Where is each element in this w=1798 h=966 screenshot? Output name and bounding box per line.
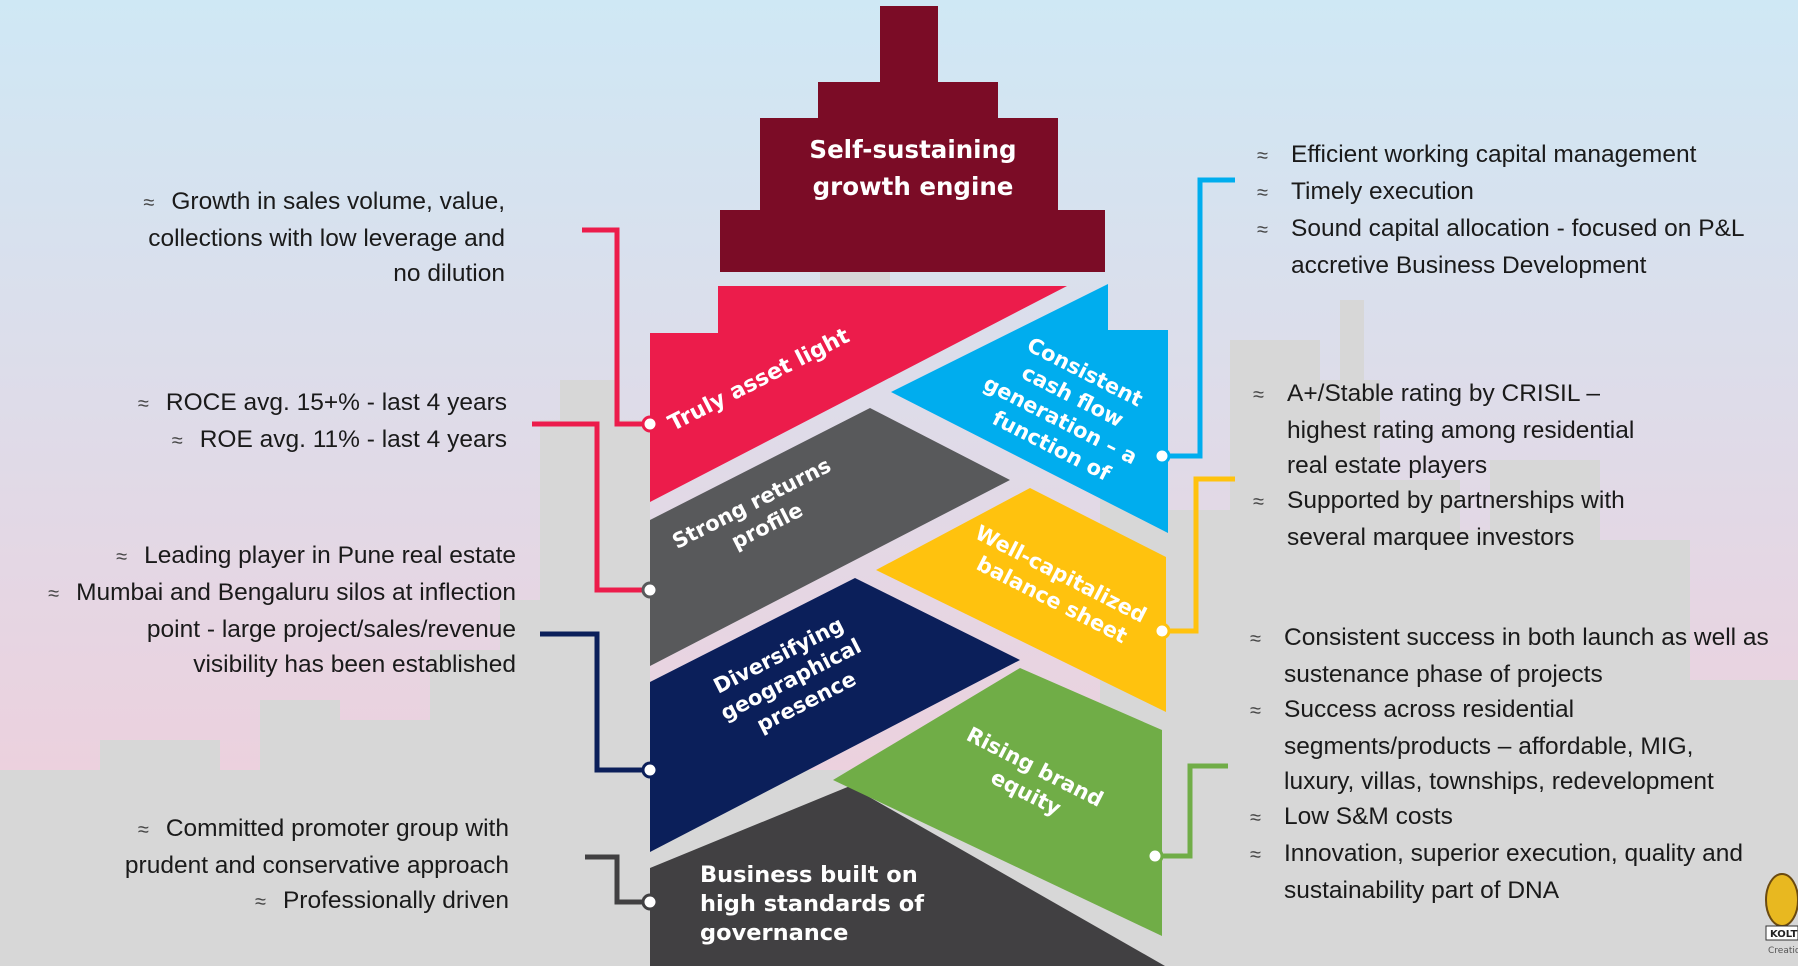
bullet-icon: ≈ [254, 891, 266, 913]
growth-engine-title-line2: growth engine [813, 172, 1014, 201]
segment-brand [833, 668, 1162, 936]
bullet-icon: ≈ [1253, 384, 1264, 406]
note-brand-item4: ≈Innovation, superior execution, quality… [1250, 840, 1743, 904]
note-growth-line1: ≈Growth in sales volume, value, [90, 184, 505, 221]
bullet-icon: ≈ [48, 583, 60, 605]
bullet-icon: ≈ [1257, 182, 1268, 204]
svg-text:KOLT: KOLT [1770, 929, 1798, 940]
note-governance-line2: prudent and conservative approach [124, 852, 509, 879]
company-logo: KOLT Creation, [1765, 873, 1798, 956]
note-geography-line1: ≈Leading player in Pune real estate [0, 538, 516, 575]
connector-dot-asset-light [641, 415, 659, 433]
connector-dot-balance-sheet [1153, 622, 1171, 640]
connector-governance [585, 854, 650, 905]
segment-returns [650, 408, 1010, 666]
note-returns-line2: ≈ROE avg. 11% - last 4 years [60, 422, 507, 459]
note-cash-item1: ≈Efficient working capital management [1257, 137, 1787, 174]
connector-dot-brand [1146, 847, 1164, 865]
connector-cash-flow [1162, 177, 1235, 459]
segment-balance-sheet [876, 488, 1166, 712]
growth-engine-title-line1: Self-sustaining [809, 135, 1016, 164]
growth-engine-block [720, 6, 1105, 272]
connector-geographical [540, 631, 650, 773]
bullet-icon: ≈ [1253, 491, 1264, 513]
note-geography-line3: point - large project/sales/revenue [146, 616, 516, 643]
note-geography-line2: ≈Mumbai and Bengaluru silos at inflectio… [0, 575, 516, 612]
note-growth: ≈Growth in sales volume, value, collecti… [90, 184, 505, 291]
segment-geographical [650, 578, 1020, 852]
bullet-icon: ≈ [1250, 628, 1261, 650]
note-governance: ≈Committed promoter group with prudent a… [60, 811, 509, 920]
note-cash: ≈Efficient working capital management ≈T… [1257, 137, 1787, 283]
segment-cash-flow [891, 284, 1168, 533]
note-cash-item3: ≈Sound capital allocation - focused on P… [1257, 215, 1745, 279]
note-returns-line1: ≈ROCE avg. 15+% - last 4 years [60, 385, 507, 422]
bullet-icon: ≈ [143, 192, 155, 214]
connector-dot-governance [641, 893, 659, 911]
note-brand-item3: ≈Low S&M costs [1250, 799, 1790, 836]
note-growth-line2: collections with low leverage and [148, 225, 505, 252]
connector-balance-sheet [1162, 476, 1235, 634]
note-governance-line1: ≈Committed promoter group with [60, 811, 509, 848]
svg-text:Creation,: Creation, [1768, 946, 1798, 956]
bullet-icon: ≈ [1250, 700, 1261, 722]
note-brand: ≈Consistent success in both launch as we… [1250, 620, 1790, 908]
connector-dot-geographical [641, 761, 659, 779]
connector-dot-returns [641, 581, 659, 599]
governance-label: Business built on high standards of gove… [700, 862, 932, 946]
note-rating: ≈A+/Stable rating by CRISIL –highest rat… [1253, 376, 1783, 555]
connector-asset-light [582, 227, 650, 427]
connector-returns [532, 421, 650, 593]
note-returns: ≈ROCE avg. 15+% - last 4 years ≈ROE avg.… [60, 385, 507, 459]
connector-brand [1155, 763, 1228, 859]
bullet-icon: ≈ [1257, 145, 1268, 167]
note-governance-line3: ≈Professionally driven [60, 883, 509, 920]
note-cash-item2: ≈Timely execution [1257, 174, 1787, 211]
bullet-icon: ≈ [137, 393, 149, 415]
bullet-icon: ≈ [171, 430, 183, 452]
bullet-icon: ≈ [1257, 219, 1268, 241]
bullet-icon: ≈ [137, 819, 149, 841]
bullet-icon: ≈ [1250, 807, 1261, 829]
connector-dot-cash-flow [1153, 447, 1171, 465]
note-rating-item1: ≈A+/Stable rating by CRISIL –highest rat… [1253, 380, 1635, 479]
note-growth-line3: no dilution [393, 260, 505, 287]
note-geography-line4: visibility has been established [193, 651, 516, 678]
bullet-icon: ≈ [1250, 844, 1261, 866]
bullet-icon: ≈ [116, 546, 128, 568]
note-geography: ≈Leading player in Pune real estate ≈Mum… [0, 538, 516, 682]
note-brand-item1: ≈Consistent success in both launch as we… [1250, 624, 1769, 688]
segment-governance [650, 786, 1165, 966]
segment-asset-light [650, 286, 1067, 502]
